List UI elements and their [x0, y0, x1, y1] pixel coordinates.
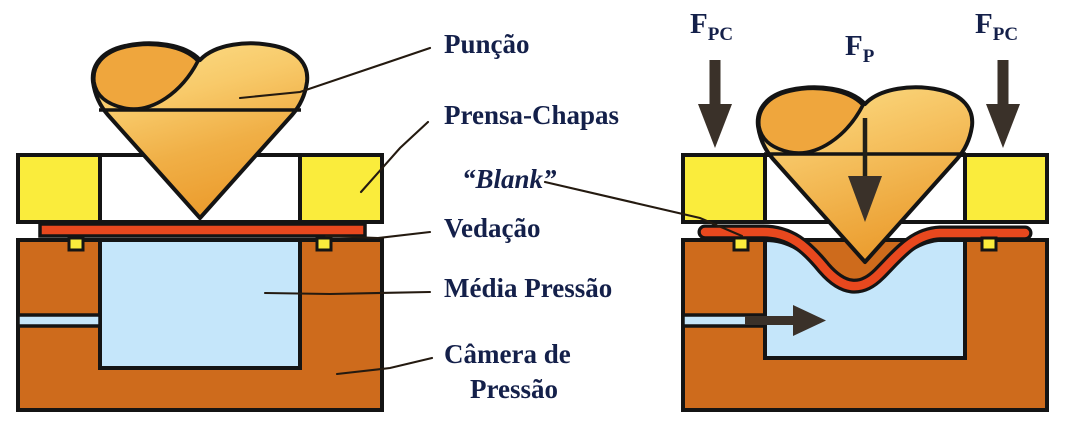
force-label-group: FPC FP FPC — [690, 8, 1018, 67]
panel-forming-state — [681, 60, 1049, 412]
seal-right — [315, 236, 333, 252]
force-arrow-blankholder-left — [698, 60, 732, 148]
blank-holder-pad-right — [298, 153, 384, 224]
force-arrow-punch — [848, 118, 882, 222]
force-base: F — [845, 30, 863, 62]
punch-lobe-left — [757, 86, 865, 155]
label-pressao: Pressão — [470, 374, 558, 404]
pressure-inlet-channel — [16, 313, 102, 328]
force-subscript: P — [863, 46, 875, 67]
seal-left — [67, 236, 85, 252]
arrow-head — [848, 176, 882, 222]
leader-prensa-chapas — [359, 120, 430, 194]
pressure-chamber-right — [681, 237, 1049, 412]
pressure-medium-cavity — [98, 238, 302, 370]
label-puncao: Punção — [444, 29, 530, 59]
leader-puncao — [238, 46, 432, 100]
force-subscript: PC — [993, 24, 1018, 45]
leader-vedacao — [324, 230, 432, 240]
leader-media-pressao — [263, 290, 432, 296]
label-media-pressao: Média Pressão — [444, 273, 612, 303]
leader-camera-pressao — [335, 356, 434, 376]
blank-sheet-formed — [700, 227, 1030, 291]
seal-left — [732, 236, 750, 252]
label-group: Punção Prensa-Chapas “Blank” Vedação Méd… — [444, 29, 619, 404]
blank-sheet-flat — [38, 222, 367, 238]
force-label-fpc-left: FPC — [690, 8, 733, 45]
panel-initial-state — [16, 41, 384, 412]
leader-lines — [238, 46, 744, 376]
punch-lobe-left — [92, 42, 200, 111]
label-prensa-chapas: Prensa-Chapas — [444, 100, 619, 130]
arrow-head — [986, 104, 1020, 148]
leader-blank — [543, 180, 744, 238]
seal-right — [980, 236, 998, 252]
flow-arrow-head — [793, 305, 826, 336]
pressure-chamber-left — [16, 238, 384, 412]
punch-left — [90, 41, 310, 220]
force-base: F — [975, 8, 993, 40]
force-label-fpc-right: FPC — [975, 8, 1018, 45]
fluid-flow-arrow — [745, 305, 826, 336]
label-vedacao: Vedação — [444, 213, 541, 243]
label-blank: “Blank” — [462, 164, 557, 194]
blank-holder-pad-right — [963, 153, 1049, 224]
label-camera-de: Câmera de — [444, 339, 571, 369]
arrow-head — [698, 104, 732, 148]
blank-holder-pad-left — [16, 153, 102, 224]
blank-holder-pad-left — [681, 153, 767, 224]
force-base: F — [690, 8, 708, 40]
force-arrow-blankholder-right — [986, 60, 1020, 148]
force-label-fp: FP — [845, 30, 875, 67]
force-subscript: PC — [708, 24, 733, 45]
